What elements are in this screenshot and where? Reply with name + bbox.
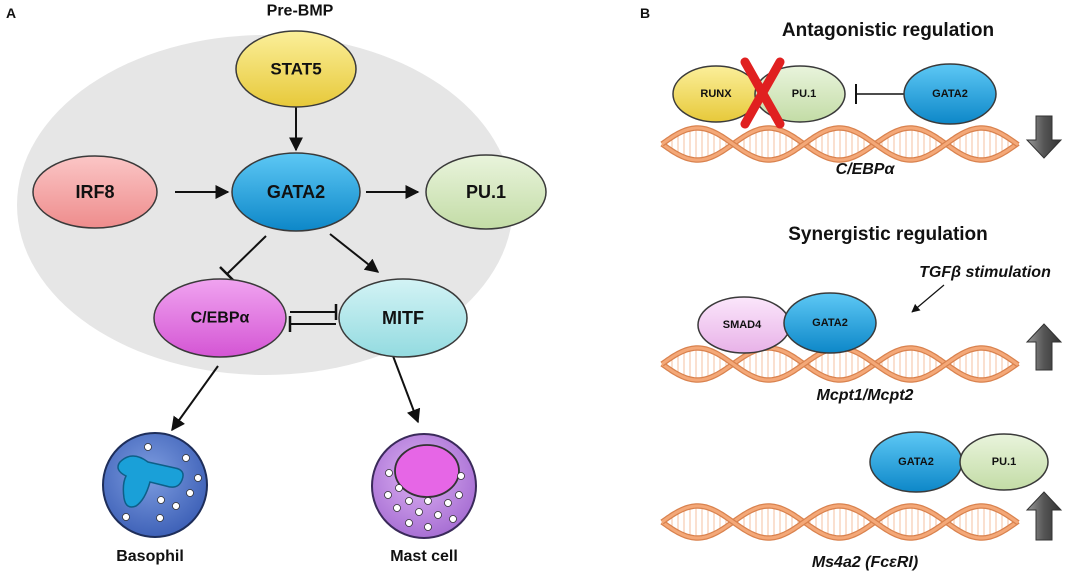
basophil-label: Basophil [116,548,184,565]
blocked-cross-icon [740,57,785,129]
pu1-protein-third: PU.1 [959,433,1049,491]
cebpa-node: C/EBPα [153,278,287,358]
gata2-inhibits-cebpa [226,235,267,275]
irf8-node: IRF8 [32,155,158,229]
gene-cebpa: C/EBPα [836,161,896,178]
gata2-label-antagonistic: GATA2 [932,88,968,100]
dna-helix-cebpa [660,125,1020,163]
stat5-label: STAT5 [270,60,321,79]
dna-helix-ms4a2 [660,503,1020,541]
pu1-node: PU.1 [425,154,547,230]
up-regulation-arrow-mcpt [1025,323,1063,371]
panel-a-label: A [6,5,16,21]
gata2-protein-antagonistic: GATA2 [903,63,997,125]
dna-strand [661,504,1019,540]
pu1-label: PU.1 [466,182,506,202]
panel-b-label: B [640,5,650,21]
smad4-label: SMAD4 [723,319,762,331]
stat5-node: STAT5 [235,30,357,108]
gata2-node: GATA2 [231,152,361,232]
dna-strand [661,126,1019,162]
irf8-label: IRF8 [75,182,114,202]
down-regulation-arrow [1025,115,1063,159]
gene-mcpt: Mcpt1/Mcpt2 [817,387,914,404]
antagonistic-title: Antagonistic regulation [782,20,994,41]
tgfb-stimulation-label: TGFβ stimulation [919,264,1051,281]
gata2-inhibits-cebpa-bar [219,266,235,282]
dna-strand [661,504,1019,540]
gata2-label-third: GATA2 [898,456,934,468]
dna-strand [661,126,1019,162]
gata2-label: GATA2 [267,182,325,202]
cebpa-to-basophil-arrow [171,365,219,432]
gata2-label-synergistic: GATA2 [812,317,848,329]
pre-bmp-label: Pre-BMP [267,3,334,20]
up-regulation-arrow-ms4a2 [1025,491,1063,541]
pu1-label-antagonistic: PU.1 [792,88,816,100]
pu1-label-third: PU.1 [992,456,1016,468]
basophil-cell [102,432,208,538]
mast-cell-nucleus [394,444,460,498]
mast-cell-label: Mast cell [390,548,458,565]
gata2-to-mitf-arrow [329,233,380,273]
mitf-node: MITF [338,278,468,358]
synergistic-title: Synergistic regulation [788,224,988,245]
gata2-protein-synergistic: GATA2 [783,292,877,354]
basophil-nucleus [117,455,184,508]
mitf-label: MITF [382,308,424,328]
gata2-protein-third: GATA2 [869,431,963,493]
mast-cell [371,433,477,539]
mitf-to-mast-arrow [392,355,421,424]
runx-label: RUNX [700,88,732,100]
smad4-protein: SMAD4 [697,296,791,354]
pu1-protein-antagonistic: PU.1 [754,65,846,123]
gene-ms4a2: Ms4a2 (FcεRI) [812,554,918,571]
dna-strand [661,346,1019,382]
tgfb-arrow [911,284,945,313]
cebpa-label: C/EBPα [191,310,250,327]
